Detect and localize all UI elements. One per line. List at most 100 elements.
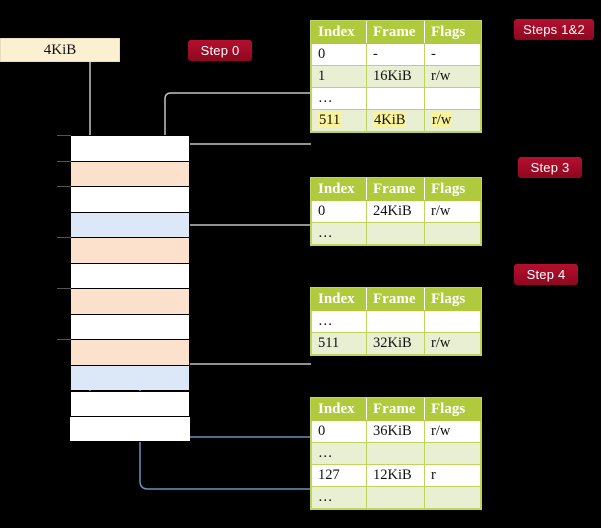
table-cell-flags: r/w — [424, 420, 481, 443]
wire-table4-row127-to-memory-path — [133, 216, 311, 490]
table-cell-flags: r/w — [424, 200, 481, 223]
memory-frame-row — [70, 186, 190, 212]
table-cell-index: 511 — [311, 332, 367, 355]
wire-table1-row1-to-memory — [164, 92, 311, 164]
table-cell-frame: 12KiB — [366, 464, 425, 487]
table-row: … — [311, 87, 481, 110]
table-cell-frame: 36KiB — [366, 420, 425, 443]
table-cell-frame: 4KiB — [366, 109, 425, 132]
badge-step-3-label: Step 3 — [530, 160, 570, 175]
table-row: … — [311, 486, 481, 509]
source-frame-box: 4KiB — [0, 38, 120, 62]
column-header-frame: Frame — [366, 288, 425, 311]
badge-step-4: Step 4 — [514, 264, 578, 285]
memory-frame-row — [70, 262, 190, 289]
table-cell-frame: 24KiB — [366, 200, 425, 223]
memory-tick-mark — [57, 339, 71, 341]
memory-frame-row — [70, 390, 190, 417]
table-cell-frame: 16KiB — [366, 65, 425, 88]
table-header-row: Index Frame Flags — [311, 288, 481, 311]
table-cell-flags: - — [424, 43, 481, 66]
column-header-flags: Flags — [424, 178, 481, 201]
badge-step-3: Step 3 — [518, 157, 582, 178]
table-cell-flags — [424, 442, 481, 465]
memory-frame-row — [70, 237, 190, 263]
memory-tick-mark — [57, 135, 71, 136]
column-header-frame: Frame — [366, 178, 425, 201]
cell-highlight: 4KiB — [373, 112, 407, 128]
memory-tick-mark — [57, 160, 71, 162]
badge-steps-1-2: Steps 1&2 — [514, 19, 594, 40]
table-cell-index: … — [311, 87, 367, 110]
table-cell-flags: r/w — [424, 65, 481, 88]
column-header-frame: Frame — [366, 21, 425, 44]
table-cell-index: … — [311, 222, 367, 245]
memory-frame-row — [70, 211, 190, 238]
table-row: … — [311, 442, 481, 465]
column-header-index: Index — [311, 288, 367, 311]
table-cell-index: … — [311, 442, 367, 465]
memory-frame-row — [70, 135, 190, 161]
column-header-flags: Flags — [424, 288, 481, 311]
memory-frame-row — [70, 364, 190, 391]
column-header-flags: Flags — [424, 398, 481, 421]
table-cell-frame — [366, 442, 425, 465]
column-header-index: Index — [311, 21, 367, 44]
memory-tick-mark — [57, 186, 71, 188]
table-cell-frame — [366, 310, 425, 333]
table-cell-frame — [366, 486, 425, 509]
table-row: 0-- — [311, 43, 481, 66]
table-cell-frame — [366, 222, 425, 245]
column-header-index: Index — [311, 178, 367, 201]
table-row: 511 4KiB r/w — [311, 109, 481, 132]
badge-step-0-label: Step 0 — [200, 43, 240, 58]
table-cell-index: 0 — [311, 43, 367, 66]
cell-highlight: r/w — [431, 112, 453, 128]
table-cell-flags — [424, 87, 481, 110]
column-header-frame: Frame — [366, 398, 425, 421]
table-header-row: Index Frame Flags — [311, 398, 481, 421]
table-cell-index: … — [311, 310, 367, 333]
table-cell-index: … — [311, 486, 367, 509]
badge-steps-1-2-label: Steps 1&2 — [523, 22, 585, 37]
table-cell-frame: - — [366, 43, 425, 66]
source-frame-label: 4KiB — [43, 41, 77, 58]
memory-tick-mark — [57, 237, 71, 239]
table-cell-index: 0 — [311, 420, 367, 443]
table-cell-index: 511 — [311, 109, 367, 132]
table-header-row: Index Frame Flags — [311, 178, 481, 201]
badge-step-0: Step 0 — [188, 40, 252, 61]
table-cell-flags — [424, 222, 481, 245]
table-header-row: Index Frame Flags — [311, 21, 481, 44]
cell-highlight: 511 — [318, 112, 342, 128]
table-row: … — [311, 222, 481, 245]
table-cell-flags: r/w — [424, 332, 481, 355]
column-header-index: Index — [311, 398, 367, 421]
memory-frame-row — [70, 160, 190, 187]
table-cell-flags: r/w — [424, 109, 481, 132]
table-cell-index: 0 — [311, 200, 367, 223]
column-header-flags: Flags — [424, 21, 481, 44]
table-cell-index: 1 — [311, 65, 367, 88]
memory-frame-row — [70, 313, 190, 340]
table-cell-index: 127 — [311, 464, 367, 487]
memory-frame-row — [70, 339, 190, 365]
table-cell-flags: r — [424, 464, 481, 487]
table-cell-flags — [424, 486, 481, 509]
physical-memory-column — [70, 135, 190, 442]
memory-tick-mark — [57, 288, 71, 290]
memory-frame-row — [70, 288, 190, 314]
badge-step-4-label: Step 4 — [526, 267, 566, 282]
memory-frame-row — [70, 416, 190, 442]
table-cell-flags — [424, 310, 481, 333]
